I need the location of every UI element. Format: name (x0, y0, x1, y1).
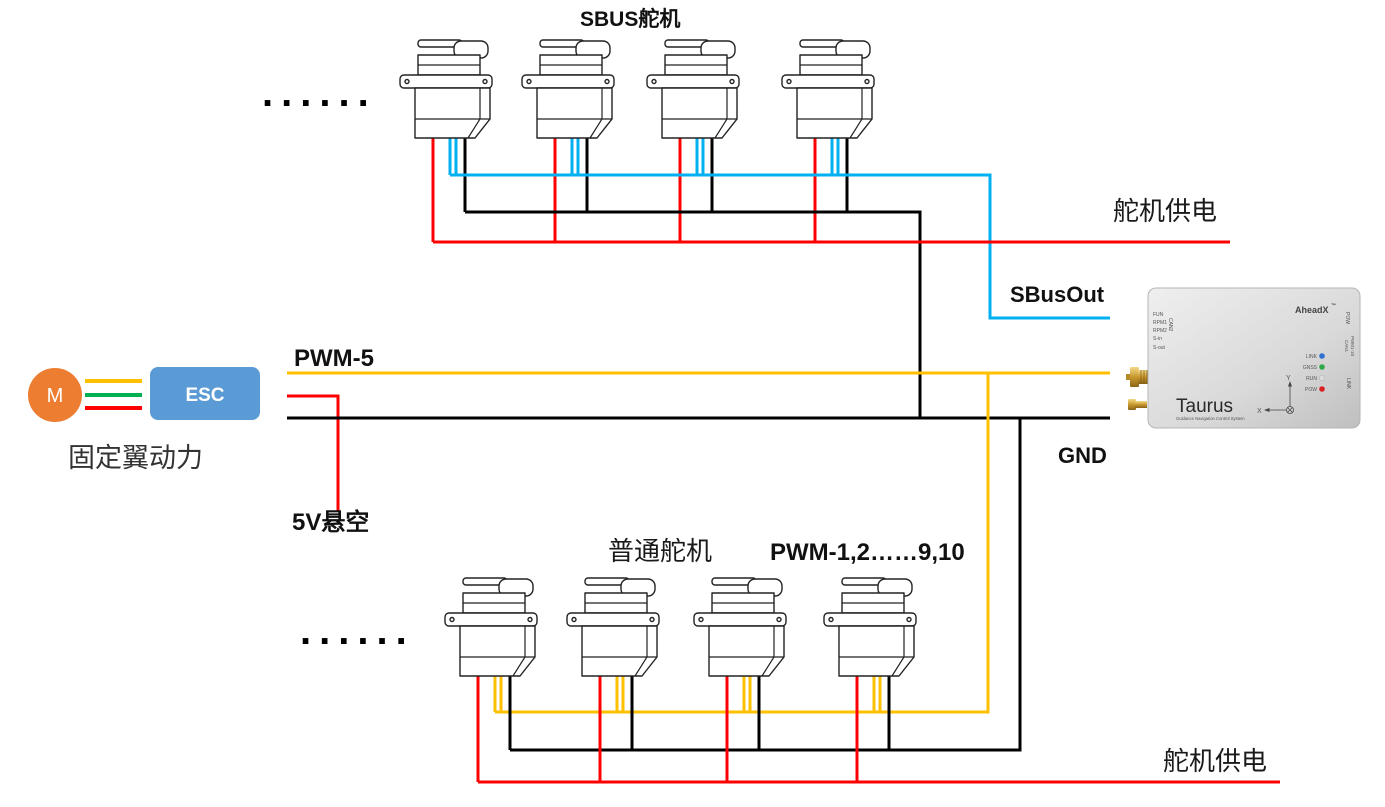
port-label-can1: CAN1 (1344, 340, 1349, 353)
sbus-signal-bus-wire (450, 173, 1110, 320)
motor-esc-wires (85, 379, 142, 410)
port-label-fun: FUN (1153, 312, 1164, 318)
esc-module: ESC (150, 367, 260, 420)
controller-subtitle: Guidance Navigation Control System (1176, 416, 1245, 421)
sma-connector-icon-1 (1126, 367, 1150, 387)
controller-trademark: ™ (1331, 303, 1336, 309)
pwm-signal-bus-wire (495, 373, 990, 714)
sbus-servo-drop-wires (431, 137, 849, 242)
axis-x-label: X (1257, 408, 1262, 415)
led-label-pow: POW (1305, 387, 1317, 393)
port-label-rpm1: RPM1 (1153, 320, 1167, 326)
flight-controller-icon: AheadX ™ FUN RPM1 RPM2 S-in S-out CAN2 P… (1126, 287, 1361, 429)
pwm-channels-label: PWM-1,2……9,10 (770, 539, 965, 566)
pwm5-label: PWM-5 (294, 345, 374, 372)
port-label-s-out: S-out (1153, 345, 1166, 351)
controller-housing (1147, 287, 1361, 429)
sbus-ground-bus-wire (465, 210, 922, 418)
led-label-link: LINK (1306, 354, 1318, 360)
pwm-servo-power-label: 舵机供电 (1163, 747, 1267, 777)
esc-label: ESC (185, 385, 224, 406)
port-label-pow: POW (1344, 312, 1350, 324)
sbus-more-servos-ellipsis: ...... (262, 71, 377, 115)
led-link (1319, 353, 1325, 359)
pwm-servo-icon-1 (444, 577, 538, 677)
port-label-can2: CAN2 (1167, 318, 1173, 332)
sbus-servo-icon-3 (646, 39, 740, 139)
port-label-link: LINK (1345, 378, 1351, 390)
axis-indicator-icon: Y X (1257, 375, 1294, 415)
led-pow (1319, 386, 1325, 392)
port-label-s-in: S-in (1153, 336, 1162, 342)
pwm-servo-icon-3 (693, 577, 787, 677)
sma-connector-icon-2 (1128, 399, 1147, 410)
pwm-servo-icon-2 (566, 577, 660, 677)
pwm-servo-icon-4 (823, 577, 917, 677)
led-gnss (1319, 364, 1325, 370)
motor-symbol: M (47, 385, 64, 407)
pwm-more-servos-ellipsis: ...... (300, 609, 415, 653)
pwm-ground-bus-wire (510, 418, 1022, 752)
sbus-out-label: SBusOut (1010, 282, 1105, 307)
gnd-label: GND (1058, 443, 1107, 468)
sbus-servo-icon-2 (521, 39, 615, 139)
led-run (1318, 374, 1326, 382)
sbus-servo-title: SBUS舵机 (580, 7, 680, 31)
port-label-rpm2: RPM2 (1153, 328, 1167, 334)
sbus-servo-power-label: 舵机供电 (1113, 197, 1217, 227)
motor-caption: 固定翼动力 (68, 443, 203, 474)
controller-brand: AheadX (1295, 305, 1329, 315)
led-label-gnss: GNSS (1303, 365, 1318, 371)
motor-icon: M (28, 368, 82, 422)
port-label-pwm1-10: PWM1-10 (1350, 336, 1355, 357)
pwm-servo-title: 普通舵机 (608, 537, 712, 567)
pwm-servo-drop-wires (476, 676, 891, 782)
esc-5v-wire (287, 394, 340, 512)
controller-model: Taurus (1176, 396, 1233, 417)
sbus-servo-icon-1 (399, 39, 493, 139)
floating-5v-label: 5V悬空 (292, 508, 369, 536)
sbus-servo-icon-4 (781, 39, 875, 139)
led-label-run: RUN (1306, 376, 1317, 382)
axis-y-label: Y (1286, 375, 1291, 382)
